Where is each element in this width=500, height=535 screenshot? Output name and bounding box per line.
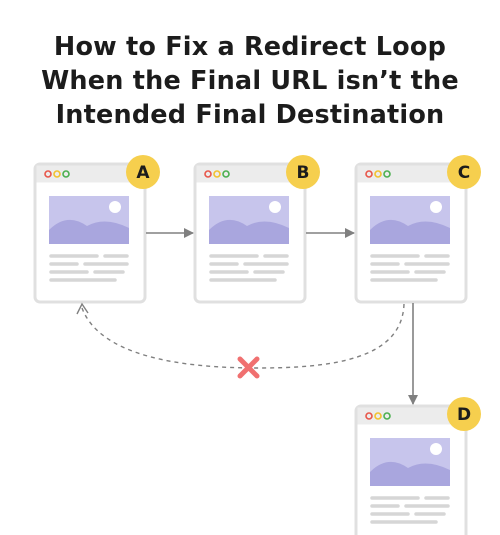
window-maximize-dot — [222, 170, 230, 178]
badge-label-a: A — [136, 163, 150, 183]
browser-page-d — [354, 404, 468, 535]
browser-top-bar — [357, 407, 465, 425]
badge-b: B — [286, 155, 320, 189]
window-minimize-dot — [374, 412, 382, 420]
badge-d: D — [447, 397, 481, 431]
diagram-title: How to Fix a Redirect Loop When the Fina… — [0, 30, 500, 132]
window-close-dot — [204, 170, 212, 178]
browser-top-bar — [357, 165, 465, 183]
image-placeholder-icon — [209, 196, 289, 244]
image-placeholder-icon — [370, 196, 450, 244]
browser-top-bar — [196, 165, 304, 183]
title-line-1: How to Fix a Redirect Loop — [53, 32, 447, 62]
image-placeholder-icon — [370, 438, 450, 486]
window-minimize-dot — [213, 170, 221, 178]
image-placeholder-icon — [49, 196, 129, 244]
loop-back-dashed-arrow — [81, 303, 405, 369]
window-minimize-dot — [53, 170, 61, 178]
window-close-dot — [365, 170, 373, 178]
window-close-dot — [44, 170, 52, 178]
browser-top-bar — [36, 165, 144, 183]
text-lines-placeholder — [209, 254, 289, 282]
badge-c: C — [447, 155, 481, 189]
text-lines-placeholder — [49, 254, 129, 282]
text-lines-placeholder — [370, 254, 450, 282]
loop-back-arrowhead — [76, 302, 89, 315]
title-line-3: Intended Final Destination — [55, 100, 445, 130]
browser-page-b — [193, 162, 307, 304]
window-maximize-dot — [383, 412, 391, 420]
window-maximize-dot — [383, 170, 391, 178]
badge-label-b: B — [297, 163, 310, 183]
window-close-dot — [365, 412, 373, 420]
title-line-2: When the Final URL isn’t the — [41, 66, 459, 96]
window-maximize-dot — [62, 170, 70, 178]
badge-label-c: C — [458, 163, 470, 183]
browser-page-a — [33, 162, 147, 304]
browser-page-c — [354, 162, 468, 304]
blocked-x-icon — [237, 356, 260, 379]
text-lines-placeholder — [370, 496, 450, 524]
badge-label-d: D — [457, 405, 471, 425]
badge-a: A — [126, 155, 160, 189]
window-minimize-dot — [374, 170, 382, 178]
